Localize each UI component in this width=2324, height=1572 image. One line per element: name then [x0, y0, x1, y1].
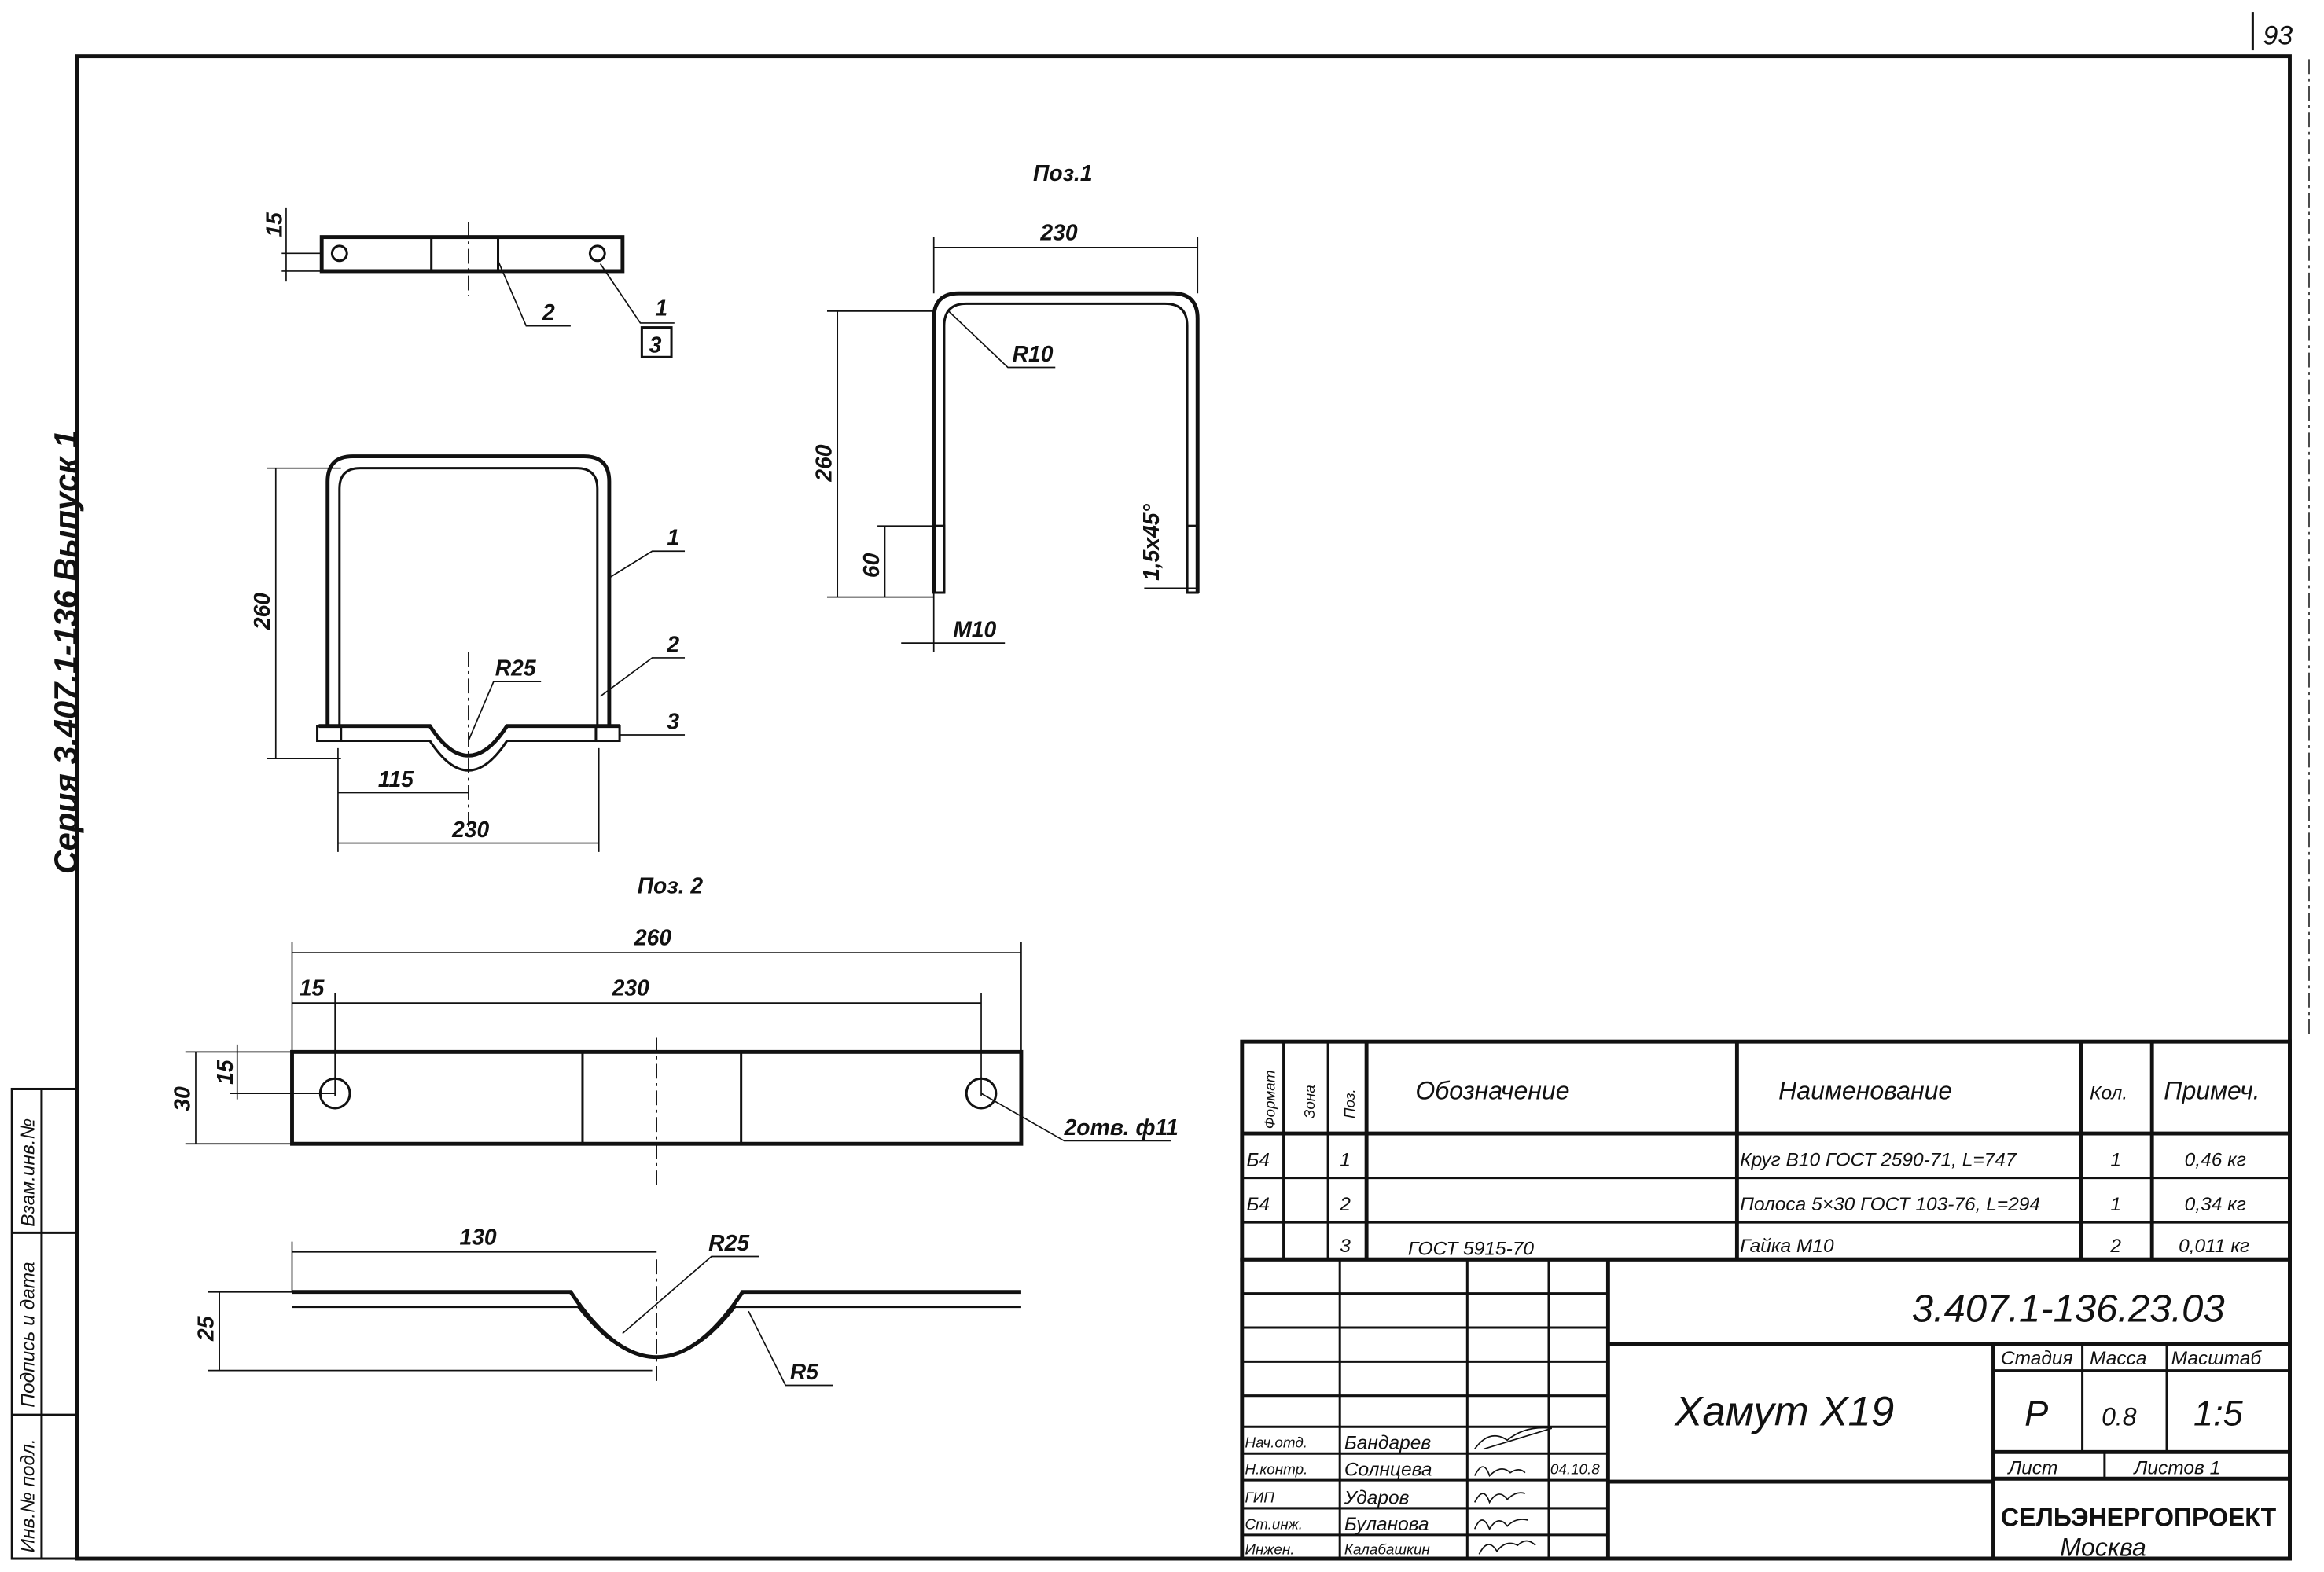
organization-name: СЕЛЬЭНЕРГОПРОЕКТ	[2001, 1504, 2277, 1532]
svg-text:2: 2	[666, 631, 679, 656]
svg-text:15: 15	[300, 975, 325, 1001]
svg-text:Инв.№ подл.: Инв.№ подл.	[18, 1438, 39, 1552]
svg-text:ГОСТ 5915-70: ГОСТ 5915-70	[1408, 1239, 1535, 1260]
svg-text:Формат: Формат	[1261, 1071, 1278, 1129]
svg-text:1: 1	[667, 525, 679, 550]
svg-text:Полоса 5×30 ГОСТ 103-76, L=294: Полоса 5×30 ГОСТ 103-76, L=294	[1740, 1194, 2040, 1215]
svg-text:Н.контр.: Н.контр.	[1245, 1461, 1308, 1478]
svg-text:1: 1	[2110, 1194, 2121, 1215]
svg-text:15: 15	[212, 1059, 237, 1085]
svg-text:2: 2	[542, 299, 555, 325]
svg-text:Взам.инв.№: Взам.инв.№	[18, 1118, 39, 1227]
assembly-view: 260 1 2 3 R25 115 230	[249, 454, 686, 852]
svg-text:Наименование: Наименование	[1778, 1077, 1952, 1105]
svg-text:230: 230	[1039, 219, 1077, 244]
svg-text:Подпись и дата: Подпись и дата	[18, 1262, 39, 1407]
svg-text:2: 2	[2109, 1236, 2121, 1257]
svg-text:Ударов: Ударов	[1344, 1487, 1410, 1508]
svg-text:Москва: Москва	[2060, 1533, 2146, 1561]
pos1-title: Поз.1	[1033, 160, 1093, 185]
svg-text:230: 230	[612, 975, 649, 1001]
svg-text:1: 1	[1340, 1150, 1351, 1171]
svg-text:Гайка М10: Гайка М10	[1740, 1236, 1834, 1257]
svg-text:2отв. ф11: 2отв. ф11	[1064, 1115, 1179, 1140]
svg-text:1: 1	[655, 296, 667, 321]
svg-text:Поз.: Поз.	[1341, 1089, 1358, 1118]
left-stamp-strip: Взам.инв.№ Подпись и дата Инв.№ подл.	[10, 1087, 79, 1560]
svg-text:Солнцева: Солнцева	[1344, 1459, 1432, 1480]
svg-text:Р: Р	[2024, 1393, 2048, 1433]
specification-table: Формат Зона Поз. Обозначение Наименовани…	[1240, 1039, 2292, 1262]
svg-text:115: 115	[378, 766, 414, 792]
svg-text:Лист: Лист	[2006, 1458, 2057, 1479]
svg-text:1:5: 1:5	[2193, 1393, 2244, 1433]
svg-text:R25: R25	[495, 656, 537, 681]
svg-text:130: 130	[460, 1224, 497, 1249]
signers: Нач.отд. Бандарев Н.контр. Солнцева 04.1…	[1245, 1433, 1601, 1558]
svg-text:60: 60	[859, 553, 884, 578]
svg-text:0,34 кг: 0,34 кг	[2185, 1194, 2246, 1215]
svg-text:15: 15	[261, 211, 286, 237]
svg-text:0,46 кг: 0,46 кг	[2185, 1150, 2246, 1171]
page-number: 93	[2263, 21, 2293, 51]
svg-text:R25: R25	[708, 1230, 750, 1255]
pos2-view: Поз. 2 260 230 15 30 15 2отв. ф11 130 R2…	[169, 873, 1179, 1387]
pos2-title: Поз. 2	[638, 873, 704, 898]
svg-text:R10: R10	[1013, 341, 1054, 366]
svg-text:Ст.инж.: Ст.инж.	[1245, 1515, 1303, 1532]
document-code: 3.407.1-136.23.03	[1912, 1287, 2225, 1330]
svg-text:Круг В10 ГОСТ 2590-71, L=747: Круг В10 ГОСТ 2590-71, L=747	[1740, 1150, 2017, 1171]
svg-text:260: 260	[249, 593, 274, 630]
svg-text:Б4: Б4	[1246, 1194, 1270, 1215]
drawing-title: Хамут Х19	[1674, 1388, 1894, 1434]
table-row: 3 ГОСТ 5915-70 Гайка М10 2 0,011 кг	[1340, 1236, 2249, 1260]
svg-text:Буланова: Буланова	[1344, 1514, 1429, 1535]
svg-text:3: 3	[1340, 1236, 1351, 1257]
svg-text:R5: R5	[790, 1359, 819, 1384]
svg-text:Листов 1: Листов 1	[2133, 1458, 2221, 1479]
signatures	[1473, 1427, 1553, 1555]
svg-text:Инжен.: Инжен.	[1245, 1541, 1295, 1557]
svg-text:260: 260	[634, 925, 671, 950]
svg-text:260: 260	[811, 444, 837, 482]
svg-text:25: 25	[193, 1315, 219, 1342]
svg-text:3: 3	[667, 708, 679, 733]
svg-text:04.10.8: 04.10.8	[1550, 1461, 1600, 1478]
svg-text:3: 3	[649, 332, 662, 358]
series-label: Серия 3.407.1-136 Выпуск 1	[47, 430, 84, 874]
svg-text:1: 1	[2110, 1150, 2121, 1171]
svg-text:0.8: 0.8	[2102, 1402, 2137, 1431]
sheet-frame	[75, 54, 2292, 1561]
svg-text:Калабашкин: Калабашкин	[1344, 1541, 1430, 1557]
svg-text:Зона: Зона	[1301, 1085, 1318, 1118]
svg-text:Обозначение: Обозначение	[1415, 1077, 1569, 1105]
svg-text:ГИП: ГИП	[1245, 1489, 1275, 1505]
table-row: Б4 1 Круг В10 ГОСТ 2590-71, L=747 1 0,46…	[1246, 1150, 2245, 1171]
svg-text:0,011 кг: 0,011 кг	[2179, 1236, 2249, 1257]
svg-text:Б4: Б4	[1246, 1150, 1270, 1171]
title-block: 3.407.1-136.23.03 Хамут Х19 Стадия Масса…	[1240, 1257, 2292, 1561]
svg-text:30: 30	[169, 1086, 194, 1111]
svg-text:M10: M10	[953, 617, 996, 642]
top-view: 15 2 1 3	[261, 207, 675, 358]
svg-text:1,5x45°: 1,5x45°	[1138, 503, 1164, 580]
svg-text:Масса: Масса	[2090, 1348, 2146, 1369]
table-row: Б4 2 Полоса 5×30 ГОСТ 103-76, L=294 1 0,…	[1246, 1194, 2245, 1215]
svg-text:Стадия: Стадия	[2001, 1348, 2073, 1369]
svg-text:Бандарев: Бандарев	[1344, 1433, 1431, 1454]
svg-text:2: 2	[1339, 1194, 1351, 1215]
svg-text:Нач.отд.: Нач.отд.	[1245, 1434, 1307, 1451]
svg-text:Кол.: Кол.	[2090, 1083, 2127, 1104]
svg-text:230: 230	[451, 817, 489, 842]
svg-text:Масштаб: Масштаб	[2171, 1348, 2263, 1369]
pos1-view: Поз.1 230 R10 260 60 M10 1,5x45°	[811, 160, 1200, 652]
svg-text:Примеч.: Примеч.	[2164, 1077, 2260, 1105]
